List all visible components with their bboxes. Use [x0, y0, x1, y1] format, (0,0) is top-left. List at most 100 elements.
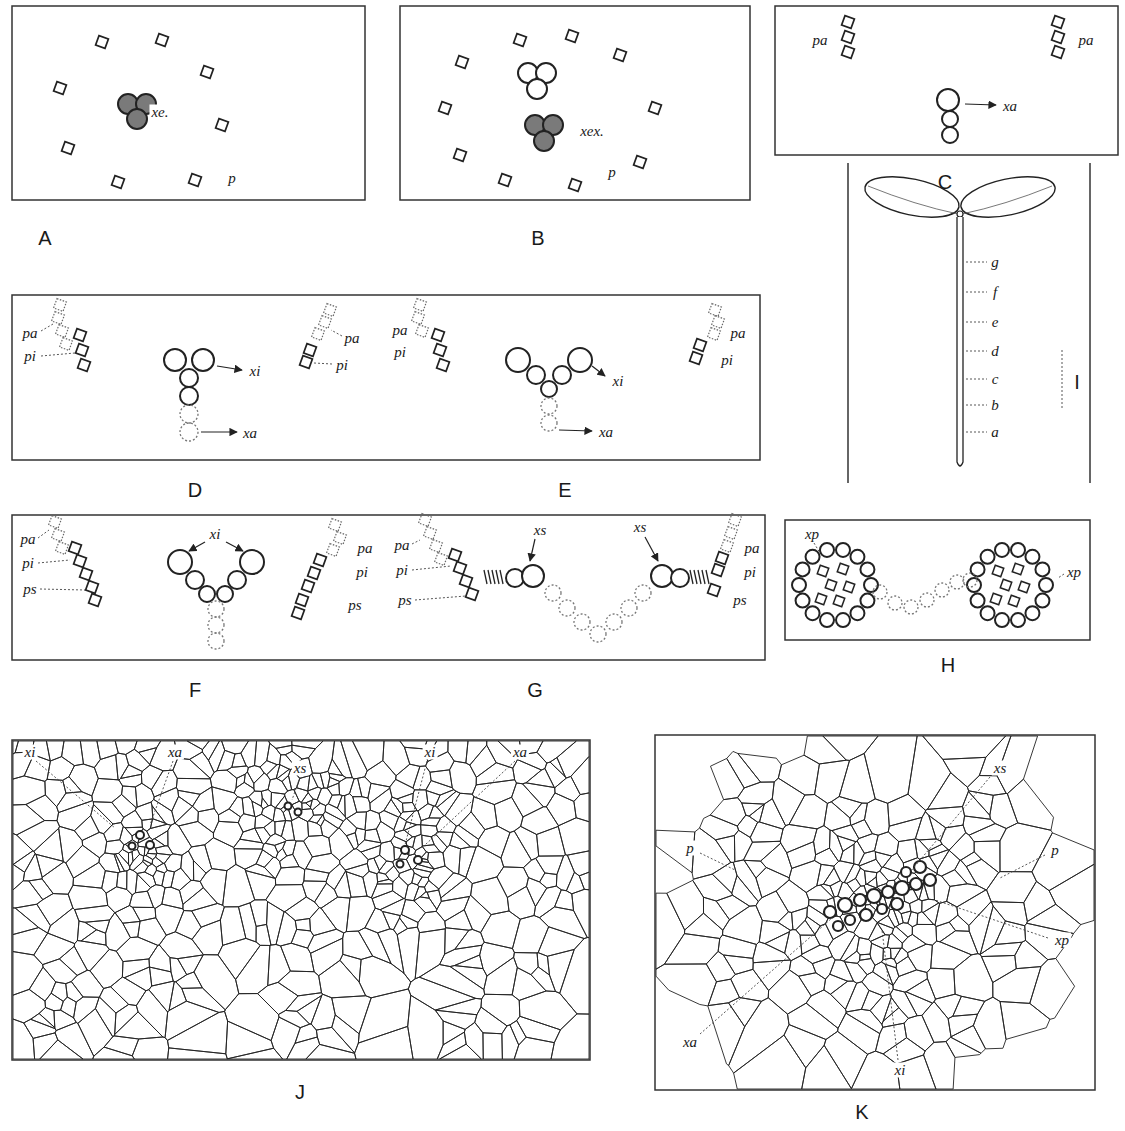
phloem-cell — [837, 563, 849, 575]
xylem-group — [217, 586, 233, 602]
xylem-group — [965, 104, 996, 105]
tissue-cell — [923, 736, 1006, 759]
phloem-strand — [62, 142, 75, 155]
tissue-cell — [514, 1037, 554, 1059]
part-label: xa — [241, 426, 259, 441]
leader-line — [700, 918, 832, 1034]
tissue-cell — [557, 741, 589, 778]
tissue-cell — [894, 948, 908, 964]
tissue-cell — [910, 899, 922, 913]
tissue-cell — [255, 814, 273, 828]
phloem-strand — [419, 514, 432, 527]
part-label: xa — [597, 425, 615, 440]
leader-line — [292, 777, 300, 800]
tissue-cell — [205, 838, 236, 871]
phloem-strand — [41, 299, 342, 372]
hatch-lines — [706, 570, 709, 584]
tissue-cell — [225, 994, 279, 1041]
panel-letter: D — [186, 480, 204, 500]
part-label: xp — [1053, 933, 1071, 948]
xylem-cell — [796, 594, 810, 608]
tissue-cell — [123, 921, 140, 937]
tissue-cell — [780, 824, 817, 852]
phloem-cell — [1008, 595, 1020, 607]
phloem-strand — [1052, 31, 1065, 44]
xylem-group — [180, 405, 198, 423]
xylem-group — [201, 431, 237, 432]
phloem-strand — [412, 540, 420, 544]
tissue-cell — [993, 967, 1041, 1004]
tissue-cell — [48, 908, 79, 944]
xylem-cell — [1035, 594, 1049, 608]
tissue-cell — [440, 945, 482, 966]
xylem-cell — [1011, 543, 1025, 557]
part-label: a — [989, 425, 1001, 440]
panel-frame — [655, 735, 1095, 1090]
tissue-cell — [258, 982, 298, 1014]
tissue-cell — [247, 766, 264, 784]
tissue-cell — [919, 839, 942, 851]
tissue-cell — [358, 989, 410, 1043]
xylem-cell — [397, 861, 404, 868]
tissue-cell — [437, 791, 460, 815]
tissue-cell — [24, 1019, 56, 1038]
xylem-group — [164, 349, 242, 441]
part-label: pa — [391, 323, 410, 338]
tissue-cell — [883, 1038, 925, 1064]
tissue-cell — [275, 867, 304, 885]
tissue-cell — [415, 929, 445, 979]
tissue-cell — [46, 741, 64, 761]
vascular-ring — [792, 543, 878, 627]
phloem-cell — [833, 595, 845, 607]
tissue-cell — [892, 927, 908, 944]
tissue-cell — [761, 843, 792, 878]
tissue-cell — [254, 741, 269, 767]
part-label: g — [989, 255, 1001, 270]
phloem-strand — [38, 530, 49, 538]
part-label: p — [606, 165, 618, 180]
tissue-cell — [124, 967, 151, 991]
phloem-strand — [842, 46, 855, 59]
leader-line — [425, 761, 515, 845]
hatch-lines — [488, 570, 491, 584]
tissue-cell — [801, 945, 833, 964]
vascular-ring — [990, 563, 1030, 607]
xylem-cell — [838, 898, 852, 912]
phloem-strand — [439, 30, 662, 192]
tissue-cell — [167, 1011, 227, 1053]
tissue-cell — [13, 908, 39, 935]
part-label: pa — [356, 541, 375, 556]
hatch-lines — [500, 570, 503, 584]
tissue-cell — [347, 812, 367, 830]
tissue-cell — [778, 912, 793, 930]
tissue-cell — [62, 741, 84, 766]
tissue-cell — [497, 867, 529, 898]
tissue-cell — [734, 830, 752, 861]
tissue-cell — [727, 751, 761, 788]
phloem-strand — [78, 359, 91, 372]
panel-frame — [12, 515, 765, 660]
tissue-cell — [115, 741, 137, 754]
tissue-cell — [979, 736, 1011, 776]
tissue-cell — [82, 832, 107, 857]
xylem-cell — [806, 550, 820, 564]
seedling-drawing — [966, 322, 987, 323]
xylem-cell — [1039, 578, 1053, 592]
seedling-drawing — [966, 262, 987, 263]
part-label: pi — [334, 358, 350, 373]
tissue-cell — [558, 818, 589, 855]
tissue-cell — [175, 806, 198, 826]
phloem-strand — [709, 304, 722, 317]
tissue-cell — [845, 962, 867, 983]
panel-letter: G — [525, 680, 545, 700]
tissue-cell — [417, 877, 428, 887]
tissue-cell — [13, 805, 45, 835]
tissue-cell — [908, 736, 951, 810]
phloem-strand — [514, 34, 527, 47]
tissue-cell — [297, 995, 322, 1024]
xylem-cell — [285, 803, 292, 810]
xylem-group — [541, 398, 557, 414]
tissue-cell — [343, 931, 373, 959]
